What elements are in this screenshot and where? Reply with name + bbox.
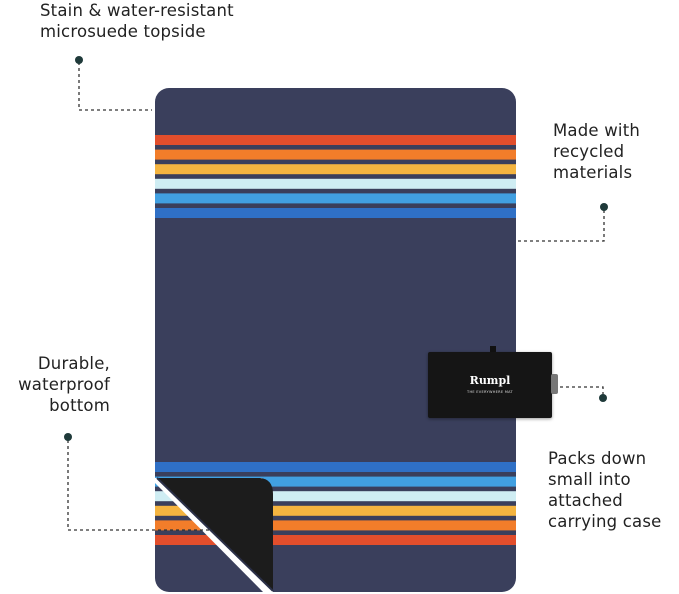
case-clip xyxy=(551,374,558,394)
stripe xyxy=(155,149,516,160)
callout-text: Stain & water-resistant xyxy=(40,1,234,20)
fold-edge xyxy=(156,477,274,592)
callout-text: Durable, xyxy=(37,354,110,373)
top-stripes xyxy=(155,135,516,218)
carrying-case: Rumpl THE EVERYWHERE MAT xyxy=(428,346,558,418)
callout-text: waterproof xyxy=(18,375,110,394)
stripe xyxy=(155,208,516,218)
brand-tagline: THE EVERYWHERE MAT xyxy=(467,390,513,394)
stripe xyxy=(155,491,516,502)
stripe xyxy=(155,520,516,531)
callout-lines xyxy=(67,62,605,531)
stripe xyxy=(155,462,516,472)
stripe xyxy=(155,505,516,516)
case-loop xyxy=(490,346,496,352)
callout-dot xyxy=(599,394,607,402)
stripe xyxy=(155,135,516,145)
callout-dot xyxy=(64,433,72,441)
callout-text: Packs down xyxy=(548,449,647,468)
callout-recycled: Made with recycled materials xyxy=(553,120,640,183)
callout-case: Packs down small into attached carrying … xyxy=(548,448,662,532)
bottom-stripes xyxy=(155,462,516,545)
brand-logo: Rumpl xyxy=(469,374,511,387)
callout-text: materials xyxy=(553,163,633,182)
callout-text: small into xyxy=(548,470,631,489)
callout-text: attached xyxy=(548,491,623,510)
stripe xyxy=(155,476,516,487)
stripe xyxy=(155,164,516,175)
callout-dots xyxy=(64,56,608,441)
callout-text: recycled xyxy=(553,142,625,161)
stripe xyxy=(155,178,516,189)
callout-dot xyxy=(600,203,608,211)
callout-dot xyxy=(75,56,83,64)
stripe xyxy=(155,535,516,545)
callout-bottom: Durable, waterproof bottom xyxy=(18,353,110,416)
callout-topside: Stain & water-resistant microsuede topsi… xyxy=(40,0,234,42)
callout-text: bottom xyxy=(49,396,110,415)
stripe xyxy=(155,193,516,204)
callout-text: carrying case xyxy=(548,512,662,531)
callout-text: microsuede topside xyxy=(40,22,206,41)
callout-text: Made with xyxy=(553,121,641,140)
